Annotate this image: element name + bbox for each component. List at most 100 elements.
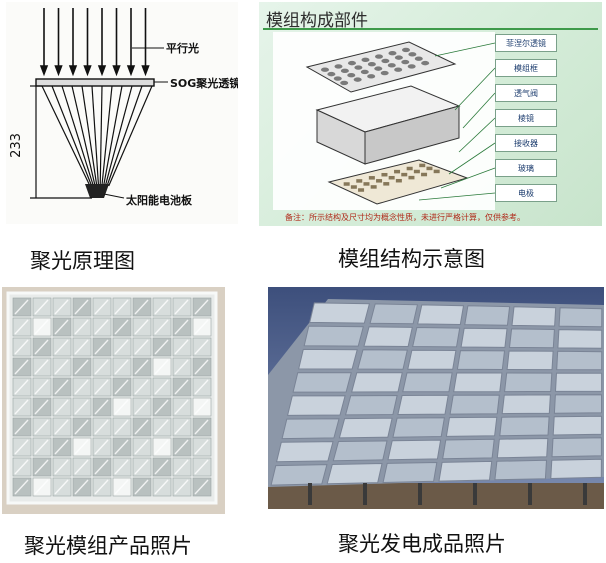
glass-highlight — [194, 319, 209, 335]
module-photo — [2, 287, 225, 514]
light-ray — [81, 85, 98, 187]
glass-highlight — [154, 339, 169, 355]
plant-panel — [351, 372, 403, 393]
leader-line — [462, 92, 496, 129]
plant-panel — [438, 460, 493, 482]
glass-highlight — [194, 359, 209, 375]
glass-highlight — [54, 339, 69, 355]
leader-line — [454, 67, 496, 111]
glass-highlight — [134, 419, 149, 435]
glass-highlight — [94, 459, 109, 475]
part-label: 菲涅尔透镜 — [495, 34, 557, 52]
caption-plant-photo: 聚光发电成品照片 — [338, 532, 506, 556]
receiver-cell — [370, 185, 377, 189]
lens-cell — [347, 60, 356, 66]
glass-highlight — [174, 419, 189, 435]
glass-highlight — [14, 339, 29, 355]
lens-cell — [387, 63, 396, 68]
support-post — [308, 483, 312, 505]
glass-highlight — [74, 299, 89, 315]
plant-panel — [387, 439, 442, 461]
plant-panel — [550, 458, 602, 480]
lens-cell — [361, 57, 370, 63]
glass-highlight — [114, 379, 129, 395]
plant-panel — [309, 302, 371, 324]
label-height: 233 — [8, 133, 24, 158]
plant-panel — [407, 349, 457, 370]
plant-panel — [369, 303, 419, 325]
glass-highlight — [154, 439, 169, 455]
support-post — [418, 483, 422, 505]
glass-highlight — [194, 339, 209, 355]
label-sog-lens: SOG聚光透镜 — [170, 77, 238, 90]
plant-panel — [392, 417, 445, 438]
plant-panel — [326, 462, 383, 485]
light-arrow-head — [68, 65, 78, 77]
glass-highlight — [74, 339, 89, 355]
light-arrow-head — [83, 65, 92, 77]
glass-highlight — [54, 359, 69, 375]
glass-highlight — [114, 479, 129, 495]
plant-panel-cells — [270, 302, 603, 505]
support-post — [363, 483, 367, 505]
glass-highlight — [194, 459, 209, 475]
plant-panel — [554, 372, 603, 392]
glass-highlight — [134, 459, 149, 475]
caption-structure: 模组结构示意图 — [338, 247, 485, 271]
glass-highlight — [34, 459, 49, 475]
glass-highlight — [194, 419, 209, 435]
glass-highlight — [54, 319, 69, 335]
light-ray — [103, 85, 123, 187]
caption-principle: 聚光原理图 — [30, 249, 135, 273]
fresnel-lens-plate — [305, 41, 457, 93]
plant-panel — [449, 394, 500, 415]
receiver-cell — [406, 166, 413, 171]
glass-highlight — [194, 379, 209, 395]
glass-highlight — [114, 439, 129, 455]
glass-highlight — [194, 479, 209, 495]
lens-cell — [367, 74, 376, 79]
plant-panel — [504, 372, 553, 393]
plant-panel — [338, 417, 393, 439]
plant-panel — [270, 464, 328, 486]
receiver-cell — [356, 179, 363, 183]
part-label: 电极 — [495, 184, 557, 202]
principle-diagram: 平行光 SOG聚光透镜 233 太阳能电池板 — [6, 2, 238, 224]
glass-highlight — [174, 379, 189, 395]
glass-highlight — [34, 379, 49, 395]
lens-cell — [367, 62, 376, 67]
leader-lines — [418, 42, 496, 201]
lens-cell — [388, 51, 397, 56]
lens-cell — [394, 67, 403, 72]
converging-rays — [41, 85, 153, 187]
plant-panel — [281, 418, 340, 440]
plant-panel — [453, 372, 503, 393]
structure-note: 备注：所示结构及尺寸均为概念性质，未进行严格计算，仅供参考。 — [285, 213, 525, 222]
glass-highlight — [114, 399, 129, 415]
glass-highlight — [194, 299, 209, 315]
glass-highlight — [34, 439, 49, 455]
exploded-view-svg — [273, 32, 496, 210]
light-ray — [71, 85, 96, 187]
glass-highlight — [14, 419, 29, 435]
lens-cell — [421, 60, 430, 66]
plant-panel — [445, 416, 498, 437]
glass-highlight — [74, 439, 89, 455]
plant-photo — [268, 287, 604, 509]
glass-highlight — [114, 419, 129, 435]
lens-plate — [35, 78, 155, 87]
glass-highlight — [74, 319, 89, 335]
glass-highlight — [14, 479, 29, 495]
plant-panel — [511, 306, 557, 327]
plant-panel — [496, 437, 549, 459]
glass-highlight — [134, 479, 149, 495]
glass-highlight — [14, 379, 29, 395]
receiver-grid — [343, 163, 440, 192]
light-ray — [51, 85, 93, 187]
glass-highlight — [94, 299, 109, 315]
plant-panel — [286, 395, 346, 416]
glass-highlight — [174, 399, 189, 415]
receiver-cell — [343, 182, 350, 186]
receiver-cell — [395, 178, 402, 183]
receiver-cell — [383, 182, 390, 186]
